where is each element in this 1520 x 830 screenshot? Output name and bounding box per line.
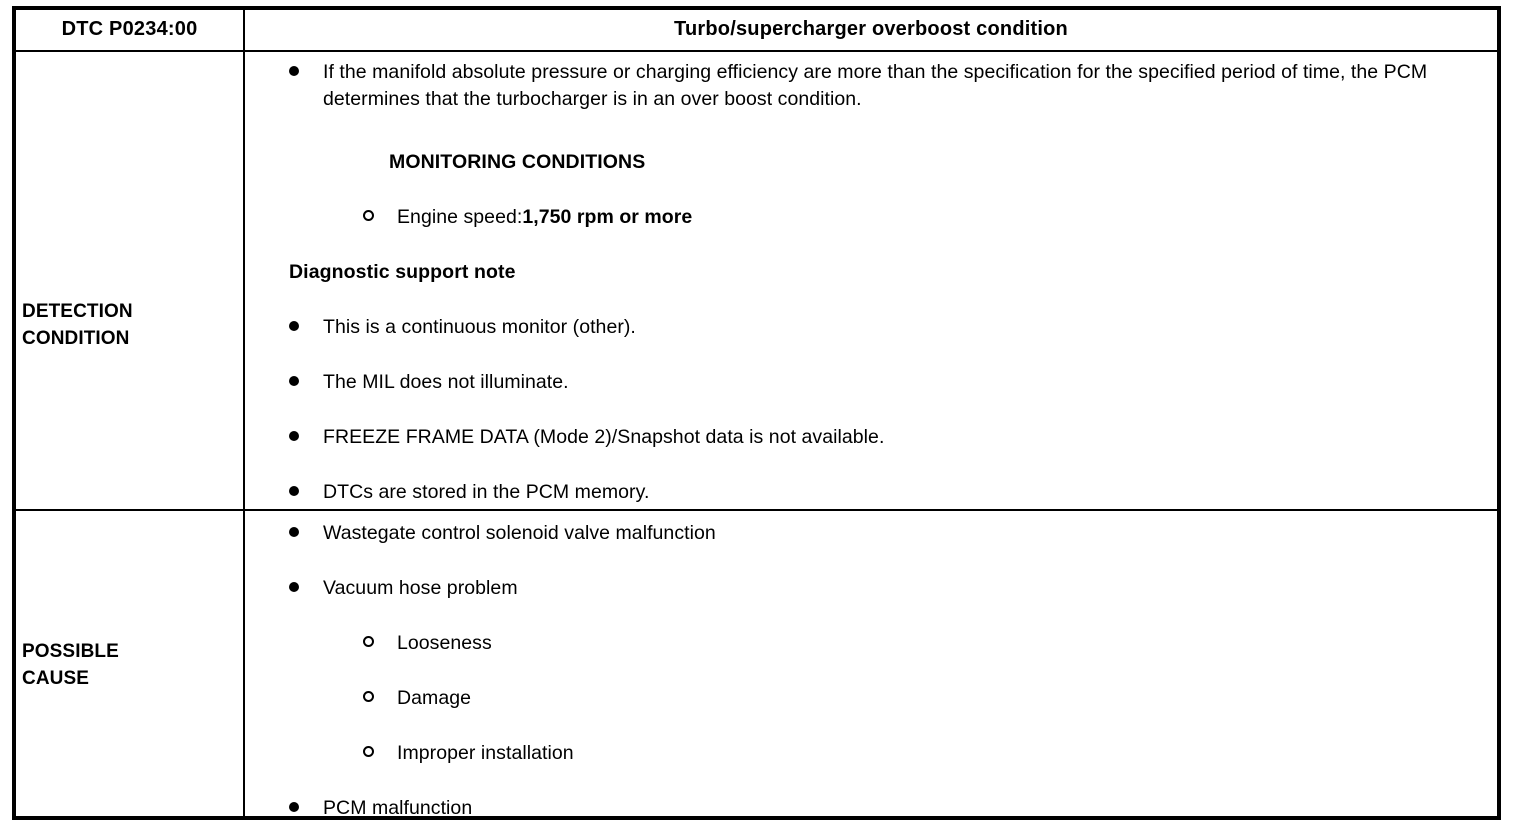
bullet-disc-icon	[289, 314, 323, 341]
bullet-disc-icon	[289, 479, 323, 506]
possible-cause-item: Vacuum hose problem	[289, 575, 518, 602]
detection-note-text: This is a continuous monitor (other).	[323, 316, 636, 338]
detection-condition-label-cell: DETECTION CONDITION	[16, 52, 245, 509]
dtc-code-cell: DTC P0234:00	[16, 10, 245, 50]
bullet-circle-icon	[363, 630, 397, 657]
possible-sub-cause-text: Damage	[397, 687, 472, 709]
monitoring-conditions-heading: MONITORING CONDITIONS	[389, 151, 646, 173]
detection-condition-body-cell: If the manifold absolute pressure or cha…	[245, 52, 1497, 509]
detection-note-item: This is a continuous monitor (other).	[289, 314, 636, 341]
monitoring-engine-speed-value: 1,750 rpm or more	[522, 206, 693, 228]
detection-note-item: The MIL does not illuminate.	[289, 369, 569, 396]
bullet-disc-icon	[289, 520, 323, 547]
possible-cause-row: POSSIBLE CAUSE Wastegate control solenoi…	[16, 511, 1497, 819]
possible-cause-text: PCM malfunction	[323, 797, 473, 819]
detection-note-item: DTCs are stored in the PCM memory.	[289, 479, 649, 506]
detection-condition-label: DETECTION CONDITION	[22, 301, 133, 349]
possible-sub-cause-text: Improper installation	[397, 742, 574, 764]
possible-cause-item: Wastegate control solenoid valve malfunc…	[289, 520, 716, 547]
possible-cause-text: Vacuum hose problem	[323, 577, 518, 599]
possible-sub-cause-item: Looseness	[363, 630, 492, 657]
detection-note-item: FREEZE FRAME DATA (Mode 2)/Snapshot data…	[289, 424, 884, 451]
bullet-circle-icon	[363, 204, 397, 231]
possible-sub-cause-text: Looseness	[397, 632, 492, 654]
bullet-disc-icon	[289, 575, 323, 602]
possible-sub-cause-item: Improper installation	[363, 740, 574, 767]
monitoring-engine-speed-item: Engine speed:1,750 rpm or more	[363, 204, 692, 231]
dtc-diagnostic-table: DTC P0234:00 Turbo/supercharger overboos…	[12, 6, 1501, 820]
possible-cause-body-cell: Wastegate control solenoid valve malfunc…	[245, 511, 1497, 819]
monitoring-engine-speed-text: Engine speed:1,750 rpm or more	[397, 204, 692, 231]
bullet-disc-icon	[289, 424, 323, 451]
detection-note-text: The MIL does not illuminate.	[323, 371, 569, 393]
bullet-disc-icon	[289, 59, 323, 86]
diagnostic-support-note-heading: Diagnostic support note	[289, 261, 516, 283]
possible-sub-cause-item: Damage	[363, 685, 471, 712]
bullet-disc-icon	[289, 795, 323, 822]
dtc-title: Turbo/supercharger overboost condition	[674, 18, 1068, 40]
bullet-disc-icon	[289, 369, 323, 396]
detection-condition-row: DETECTION CONDITION If the manifold abso…	[16, 52, 1497, 511]
detection-note-text: DTCs are stored in the PCM memory.	[323, 481, 650, 503]
table-header-row: DTC P0234:00 Turbo/supercharger overboos…	[16, 10, 1497, 52]
possible-cause-label: POSSIBLE CAUSE	[22, 641, 119, 689]
possible-cause-text: Wastegate control solenoid valve malfunc…	[323, 522, 716, 544]
detection-note-text: FREEZE FRAME DATA (Mode 2)/Snapshot data…	[323, 426, 885, 448]
detection-description-item: If the manifold absolute pressure or cha…	[289, 59, 1489, 113]
possible-cause-label-cell: POSSIBLE CAUSE	[16, 511, 245, 816]
detection-description-text: If the manifold absolute pressure or cha…	[323, 61, 1428, 110]
dtc-title-cell: Turbo/supercharger overboost condition	[245, 10, 1497, 50]
possible-cause-item: PCM malfunction	[289, 795, 472, 822]
bullet-circle-icon	[363, 740, 397, 767]
bullet-circle-icon	[363, 685, 397, 712]
monitoring-engine-speed-label: Engine speed:	[397, 206, 523, 228]
dtc-code: DTC P0234:00	[61, 18, 198, 40]
